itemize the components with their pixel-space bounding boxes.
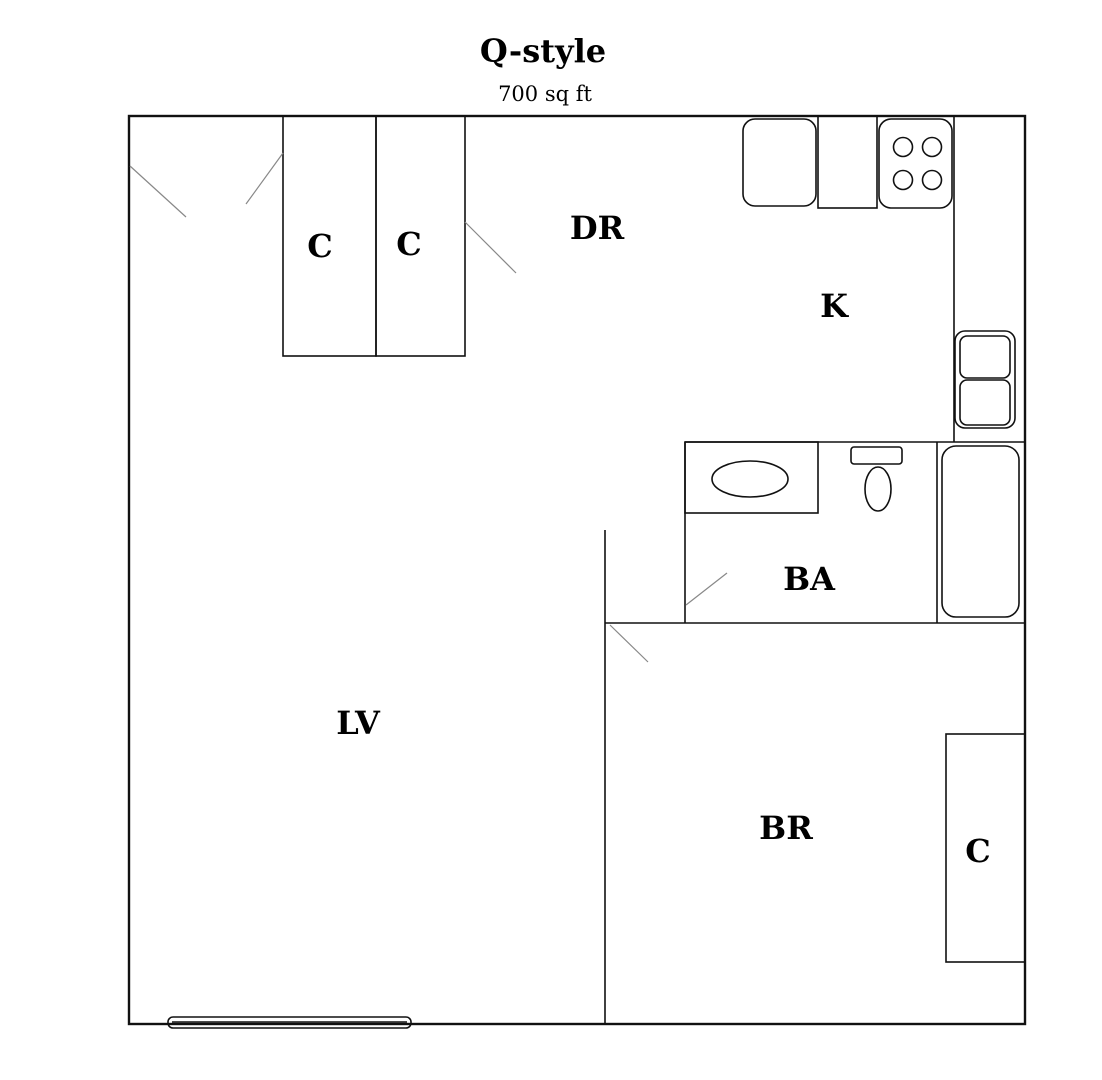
room-label-living: LV xyxy=(336,704,381,742)
toilet-bowl-icon xyxy=(864,466,892,512)
door-swing-bedroom xyxy=(609,624,649,663)
door-swing-entry xyxy=(129,165,187,218)
window xyxy=(167,1016,412,1029)
bathtub-icon xyxy=(941,445,1020,618)
room-label-closet: C xyxy=(307,227,332,265)
room-label-closet: C xyxy=(965,832,990,870)
outer-wall xyxy=(127,114,1027,1026)
door-swing-closet xyxy=(245,152,284,205)
plan-area: 700 sq ft xyxy=(498,82,592,106)
room-label-closet: C xyxy=(396,225,421,263)
counter xyxy=(817,115,878,209)
vanity xyxy=(684,441,819,514)
sink-icon xyxy=(954,330,1016,429)
bath-sink-icon xyxy=(711,460,789,498)
plan-title: Q-style xyxy=(480,32,606,70)
room-label-kitchen: K xyxy=(820,287,849,325)
closets-top xyxy=(282,115,466,357)
stove-icon xyxy=(878,118,953,209)
door-swing-closet xyxy=(464,221,517,274)
toilet-tank-icon xyxy=(850,446,903,465)
door-swing-bath xyxy=(685,572,728,606)
room-label-bedroom: BR xyxy=(759,809,813,847)
room-label-bath: BA xyxy=(783,560,836,598)
refrigerator-icon xyxy=(742,118,817,207)
room-label-dining: DR xyxy=(570,209,625,247)
closet-bedroom xyxy=(945,733,1026,963)
kitchen-fixtures xyxy=(742,115,1016,442)
bathroom-fixtures xyxy=(684,441,1025,623)
